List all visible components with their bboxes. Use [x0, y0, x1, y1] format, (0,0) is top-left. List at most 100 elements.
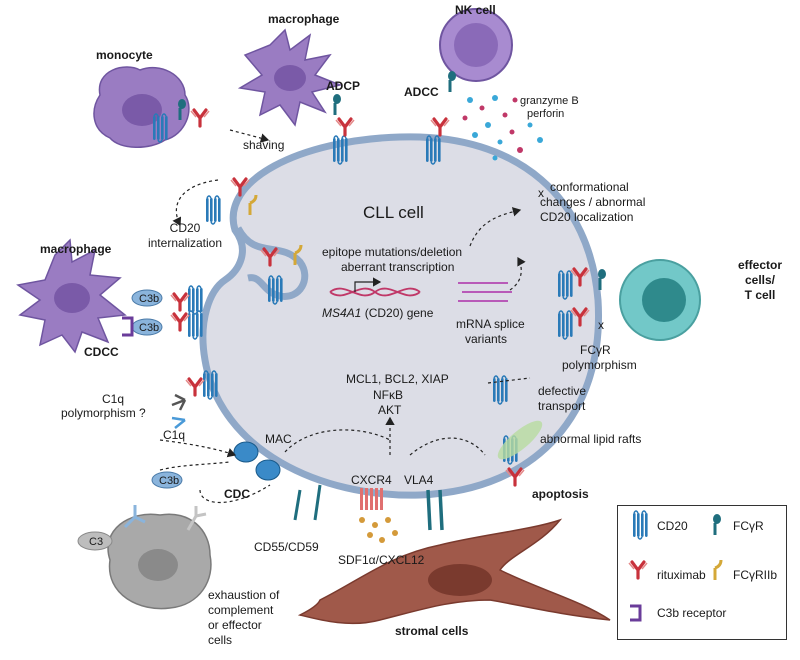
exhausted-cell-nucleus [138, 549, 178, 581]
effector-label-3: T cell [744, 288, 776, 302]
exhausted-receptor [186, 506, 207, 531]
sdf1-dots [359, 517, 398, 543]
shaving-label: shaving [243, 138, 285, 152]
epitope-label-1: epitope mutations/deletion [322, 245, 463, 259]
lipid-raft [497, 420, 543, 460]
fcgr-poly-label-1: FCγR [580, 343, 611, 357]
macrophage-left-label: macrophage [40, 242, 112, 256]
c3b-receptor [122, 316, 134, 337]
fcgr-receptor [331, 92, 343, 117]
legend [617, 505, 787, 640]
rituximab-antibody [334, 117, 356, 137]
legend-fcgr-iib-label: FCγRIIb [733, 568, 778, 582]
gene-suffix: (CD20) gene [361, 306, 434, 320]
cdc-label: CDC [224, 487, 250, 501]
cd55-cd59 [293, 484, 322, 521]
gene-name: MS4A1 [322, 306, 362, 320]
c3-fragment [123, 505, 146, 529]
transcription-arrow [354, 277, 382, 292]
monocyte-label: monocyte [96, 48, 153, 62]
legend-c3b-receptor-icon [630, 604, 642, 622]
granzyme-granules [462, 95, 543, 161]
stromal-cell-nucleus [428, 564, 492, 596]
rituximab-antibody [169, 292, 191, 312]
conformational-label-2: changes / abnormal [540, 195, 646, 209]
t-cell-nucleus [642, 278, 686, 322]
conformational-label-1: conformational [550, 180, 629, 194]
mrna-label-1: mRNA splice [456, 317, 525, 331]
c1q-poly-label-1: C1q [101, 392, 124, 406]
nk-cell-label: NK cell [455, 3, 496, 17]
stromal-label: stromal cells [395, 624, 469, 638]
fcgr-receptor [596, 267, 608, 292]
c1q-molecule [171, 416, 186, 429]
adcc-label: ADCC [404, 85, 439, 99]
mrna-splice-variants [458, 282, 512, 302]
monocyte-nucleus [122, 94, 162, 126]
exhaustion-label-3: or effector [208, 618, 262, 632]
exhaustion-label-2: complement [208, 603, 274, 617]
cxcr4-label: CXCR4 [351, 473, 392, 487]
cdcc-label: CDCC [84, 345, 119, 359]
legend-rituximab-label: rituximab [657, 568, 706, 582]
x-mark-conformational: x [538, 186, 544, 200]
c3-label: C3 [89, 536, 104, 548]
connector-arrows [159, 129, 531, 504]
rituximab-antibody [184, 377, 206, 397]
x-mark-fcgr: x [598, 318, 604, 332]
macrophage-left-nucleus [54, 283, 90, 313]
rituximab-antibody [169, 312, 191, 332]
c3b-label-c: C3b [159, 475, 180, 487]
legend-c3b-receptor-label: C3b receptor [657, 606, 727, 620]
c3b-label-b: C3b [139, 322, 160, 334]
mac-label: MAC [265, 432, 292, 446]
exhaustion-label-1: exhaustion of [208, 588, 280, 602]
mrna-label-2: variants [465, 332, 508, 346]
sdf1-label: SDF1α/CXCL12 [338, 553, 425, 567]
cll-cell-body [199, 133, 603, 499]
legend-cd20-label: CD20 [657, 519, 688, 533]
c3b-bubble [131, 289, 163, 307]
rituximab-antibody [189, 108, 211, 128]
signals-label-2: NFκB [373, 388, 403, 402]
defective-label-2: transport [538, 399, 586, 413]
adcp-label: ADCP [326, 79, 361, 93]
signals-label-3: AKT [378, 403, 402, 417]
c3b-bubble [151, 471, 183, 489]
exhaustion-label-4: cells [208, 633, 233, 647]
gene-label: MS4A1 (CD20) gene [322, 306, 433, 320]
fcgr-receptor [446, 69, 458, 94]
defective-label-1: defective [538, 384, 587, 398]
c1q-molecule [171, 393, 187, 411]
cd55-label: CD55/CD59 [254, 540, 319, 554]
c3b-label-a: C3b [139, 293, 160, 305]
legend-fcgr-label: FCγR [733, 519, 764, 533]
mac-complex [233, 441, 281, 481]
cd20-receptor [205, 195, 222, 225]
effector-label-1: effector [737, 258, 782, 272]
epitope-label-2: aberrant transcription [341, 260, 455, 274]
conformational-label-3: CD20 localization [540, 210, 634, 224]
perforin-label: perforin [527, 108, 565, 120]
c1q-label: C1q [163, 428, 186, 442]
fcgr-poly-label-2: polymorphism [562, 358, 637, 372]
signals-label-1: MCL1, BCL2, XIAP [346, 372, 449, 386]
cd20-receptor [187, 310, 204, 340]
dna-gene [329, 287, 421, 297]
cxcr4-receptor [360, 488, 383, 510]
effector-label-2: cells/ [744, 273, 776, 287]
nk-cell-nucleus [454, 23, 498, 67]
cd20-internalization-label-1: CD20 [169, 221, 201, 235]
granzyme-label: granzyme B [520, 95, 579, 107]
apoptosis-label: apoptosis [532, 487, 589, 501]
cd20-internalization-label-2: internalization [147, 236, 223, 250]
macrophage-top-label: macrophage [268, 12, 340, 26]
c1q-poly-label-2: polymorphism ? [61, 406, 146, 420]
cd20-receptor [187, 285, 204, 315]
vla4-label: VLA4 [404, 473, 434, 487]
cll-cell-label: CLL cell [363, 203, 424, 222]
vla4-integrin [426, 489, 444, 531]
c3-shape [77, 531, 113, 551]
